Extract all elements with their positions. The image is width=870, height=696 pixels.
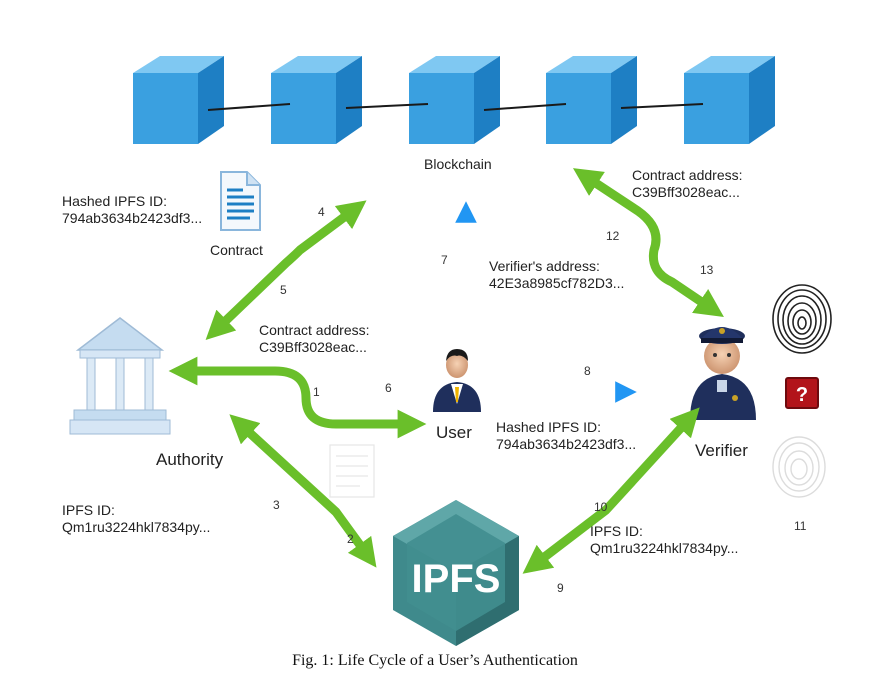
fingerprint-icon [772, 284, 832, 354]
step-1: 1 [313, 385, 320, 399]
user-label: User [436, 423, 472, 442]
blue-arrows [455, 201, 637, 403]
blockchain-cube-1 [133, 56, 224, 144]
question-mark-badge-icon: ? [785, 377, 819, 409]
step-6: 6 [385, 381, 392, 395]
verifier-address-title: Verifier's address: [489, 258, 600, 274]
arrow-steps-9-10 [522, 407, 700, 574]
contract-label: Contract [210, 242, 263, 258]
user-person-icon [433, 349, 481, 412]
hashed-ipfs-right-value: 794ab3634b2423df3... [496, 436, 637, 452]
arrow-steps-4-5 [205, 200, 367, 340]
hashed-ipfs-right-title: Hashed IPFS ID: [496, 419, 602, 435]
blockchain-cube-3 [409, 56, 500, 144]
contract-address-right-value: C39Bff3028eac... [632, 184, 740, 200]
contract-address-mid-value: C39Bff3028eac... [259, 339, 367, 355]
faded-fingerprint-icon [772, 436, 826, 498]
step-10: 10 [594, 500, 608, 514]
ipfs-id-right-value: Qm1ru3224hkl7834py... [590, 540, 739, 556]
question-mark-label: ? [796, 384, 808, 406]
step-12: 12 [606, 229, 620, 243]
blockchain-label: Blockchain [424, 156, 492, 172]
blockchain-cube-2 [271, 56, 362, 144]
arrow-steps-1-6 [168, 356, 427, 439]
ipfs-id-left-value: Qm1ru3224hkl7834py... [62, 519, 211, 535]
step-13: 13 [700, 263, 714, 277]
arrow-steps-2-3 [229, 414, 377, 568]
verifier-address-value: 42E3a8985cf782D3... [489, 275, 625, 291]
blockchain-links [207, 103, 704, 111]
step-3: 3 [273, 498, 280, 512]
blockchain-cube-5 [684, 56, 775, 144]
blockchain [133, 56, 775, 144]
faded-document-icon [329, 444, 375, 498]
verifier-police-icon [690, 327, 756, 420]
ipfs-id-left-title: IPFS ID: [62, 502, 115, 518]
step-9: 9 [557, 581, 564, 595]
authority-label: Authority [156, 450, 224, 469]
contract-address-right-title: Contract address: [632, 167, 743, 183]
step-7: 7 [441, 253, 448, 267]
hashed-ipfs-left-value: 794ab3634b2423df3... [62, 210, 203, 226]
authority-building-icon [69, 317, 171, 435]
verifier-label: Verifier [695, 441, 748, 460]
green-arrows [168, 168, 724, 574]
figure-caption: Fig. 1: Life Cycle of a User’s Authentic… [292, 652, 578, 669]
step-2: 2 [347, 532, 354, 546]
arrow-steps-12-13 [572, 168, 724, 318]
step-4: 4 [318, 205, 325, 219]
contract-address-mid-title: Contract address: [259, 322, 370, 338]
step-5: 5 [280, 283, 287, 297]
contract-document-icon [220, 171, 261, 231]
blockchain-cube-4 [546, 56, 637, 144]
ipfs-logo: IPFS [393, 500, 519, 646]
hashed-ipfs-left-title: Hashed IPFS ID: [62, 193, 168, 209]
ipfs-logo-text: IPFS [412, 557, 501, 601]
step-11: 11 [794, 519, 807, 533]
step-8: 8 [584, 364, 591, 378]
ipfs-id-right-title: IPFS ID: [590, 523, 643, 539]
